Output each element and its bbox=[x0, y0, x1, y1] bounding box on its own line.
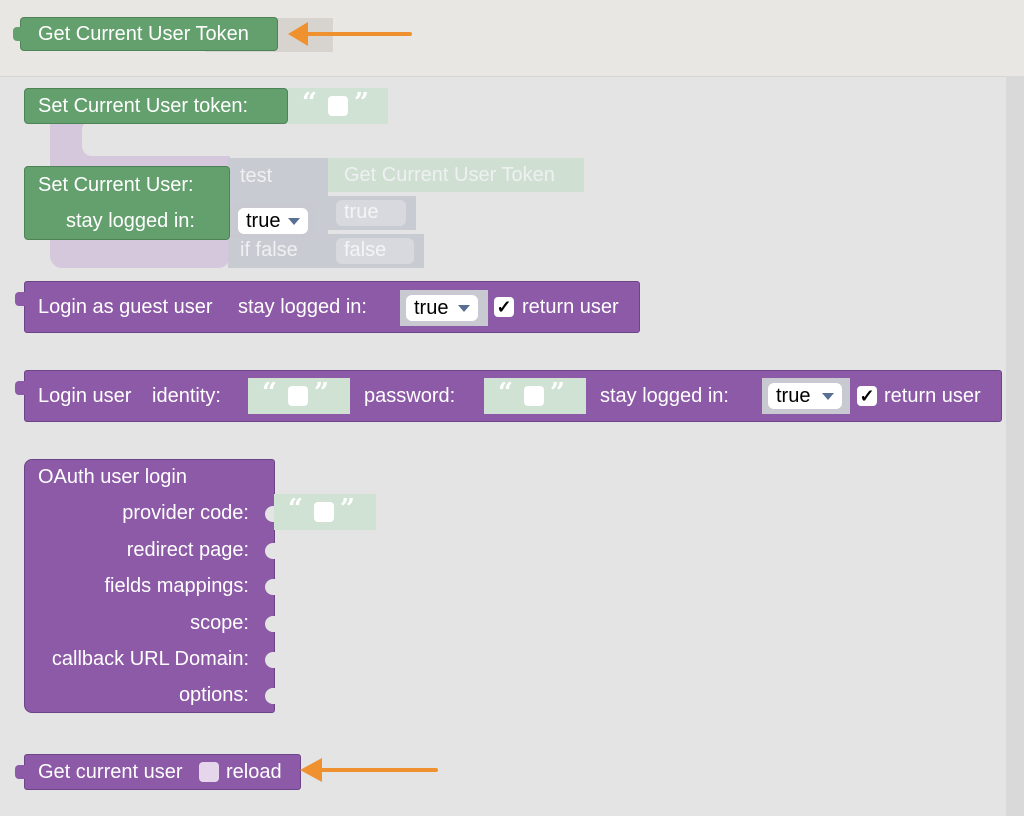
set-current-user-token-block[interactable]: Set Current User token: bbox=[24, 88, 288, 124]
get-current-user-block[interactable]: Get current user reload bbox=[15, 754, 301, 790]
ghost-true-field bbox=[328, 196, 416, 230]
block-label: Login user bbox=[38, 385, 132, 407]
quote-open: “ bbox=[288, 494, 303, 524]
dropdown-value: true bbox=[414, 297, 449, 319]
arrow-left-icon bbox=[320, 768, 438, 772]
arrow-head-icon bbox=[300, 758, 322, 782]
output-notch bbox=[15, 292, 25, 306]
quote-close: ” bbox=[550, 378, 565, 408]
caret-down-icon bbox=[822, 393, 834, 400]
stay-logged-in-dropdown[interactable]: true bbox=[238, 208, 308, 234]
stay-logged-in-label: stay logged in: bbox=[238, 296, 367, 318]
quote-open: “ bbox=[498, 378, 513, 408]
oauth-input-label: options: bbox=[178, 684, 249, 706]
workspace-scrollbar-track[interactable] bbox=[1006, 76, 1024, 816]
quote-close: ” bbox=[340, 494, 355, 524]
guest-stay-logged-in-dropdown[interactable]: true bbox=[406, 295, 478, 321]
oauth-input-label: provider code: bbox=[122, 502, 249, 524]
caret-down-icon bbox=[288, 218, 300, 225]
stay-logged-in-label: stay logged in: bbox=[600, 385, 729, 407]
identity-string-input[interactable]: “ ” bbox=[248, 378, 350, 414]
login-guest-user-block[interactable]: Login as guest user stay logged in: retu… bbox=[15, 281, 640, 333]
string-input-token[interactable]: “ ” bbox=[288, 88, 388, 124]
block-title: OAuth user login bbox=[38, 466, 187, 488]
oauth-input-socket[interactable] bbox=[265, 579, 275, 595]
output-notch bbox=[15, 765, 25, 779]
quote-open: “ bbox=[262, 378, 277, 408]
return-user-label: return user bbox=[522, 296, 619, 318]
login-stay-logged-in-dropdown[interactable]: true bbox=[768, 383, 842, 409]
string-input-box[interactable] bbox=[314, 502, 334, 522]
dropdown-value: true bbox=[246, 210, 281, 232]
ghost-true-label: true bbox=[344, 201, 379, 223]
oauth-input-socket[interactable] bbox=[265, 616, 275, 632]
ghost-false-label: false bbox=[344, 239, 387, 261]
ghost-if-false-label: if false bbox=[240, 239, 298, 261]
return-user-checkbox[interactable]: ✓ bbox=[494, 297, 514, 317]
check-icon: ✓ bbox=[859, 386, 875, 406]
caret-down-icon bbox=[458, 305, 470, 312]
get-current-user-token-block[interactable]: Get Current User Token bbox=[13, 17, 278, 51]
quote-close: ” bbox=[314, 378, 329, 408]
oauth-user-login-block[interactable]: OAuth user login bbox=[24, 459, 275, 713]
ghost-test-label: test bbox=[240, 165, 273, 187]
block-label: Set Current User: bbox=[38, 174, 194, 196]
ghost-get-token-label: Get Current User Token bbox=[344, 164, 555, 186]
identity-label: identity: bbox=[152, 385, 221, 407]
ghost-get-token-block bbox=[328, 158, 584, 192]
oauth-input-socket[interactable] bbox=[265, 652, 275, 668]
provider-code-string-input[interactable]: “ ” bbox=[274, 494, 376, 530]
oauth-input-label: callback URL Domain: bbox=[51, 648, 249, 670]
return-user-label: return user bbox=[884, 385, 981, 407]
arrow-head-icon bbox=[288, 22, 308, 46]
block-label: Get current user bbox=[38, 761, 183, 783]
reload-checkbox[interactable] bbox=[199, 762, 219, 782]
ghost-false-field bbox=[328, 234, 424, 268]
ghost-container-cut bbox=[82, 120, 230, 156]
dropdown-value: true bbox=[776, 385, 811, 407]
stay-logged-in-label: stay logged in: bbox=[66, 210, 195, 232]
password-string-input[interactable]: “ ” bbox=[484, 378, 586, 414]
block-label: Set Current User token: bbox=[38, 95, 249, 117]
check-icon: ✓ bbox=[496, 297, 512, 317]
block-label: Login as guest user bbox=[38, 296, 213, 318]
output-notch bbox=[15, 381, 25, 395]
return-user-checkbox[interactable]: ✓ bbox=[857, 386, 877, 406]
oauth-input-label: scope: bbox=[190, 612, 249, 634]
reload-label: reload bbox=[226, 761, 282, 783]
oauth-input-label: fields mappings: bbox=[104, 575, 249, 597]
oauth-input-socket[interactable] bbox=[265, 688, 275, 704]
block-label: Get Current User Token bbox=[38, 23, 249, 45]
output-notch bbox=[13, 27, 21, 41]
quote-close: ” bbox=[354, 88, 369, 118]
quote-open: “ bbox=[302, 88, 317, 118]
string-input-box[interactable] bbox=[328, 96, 348, 116]
arrow-left-icon bbox=[300, 32, 412, 36]
oauth-input-label: redirect page: bbox=[126, 539, 249, 561]
set-current-user-block[interactable]: Set Current User: stay logged in: bbox=[24, 166, 230, 240]
string-input-box[interactable] bbox=[524, 386, 544, 406]
oauth-input-socket[interactable] bbox=[265, 506, 275, 522]
password-label: password: bbox=[364, 385, 456, 407]
string-input-box[interactable] bbox=[288, 386, 308, 406]
oauth-input-socket[interactable] bbox=[265, 543, 275, 559]
